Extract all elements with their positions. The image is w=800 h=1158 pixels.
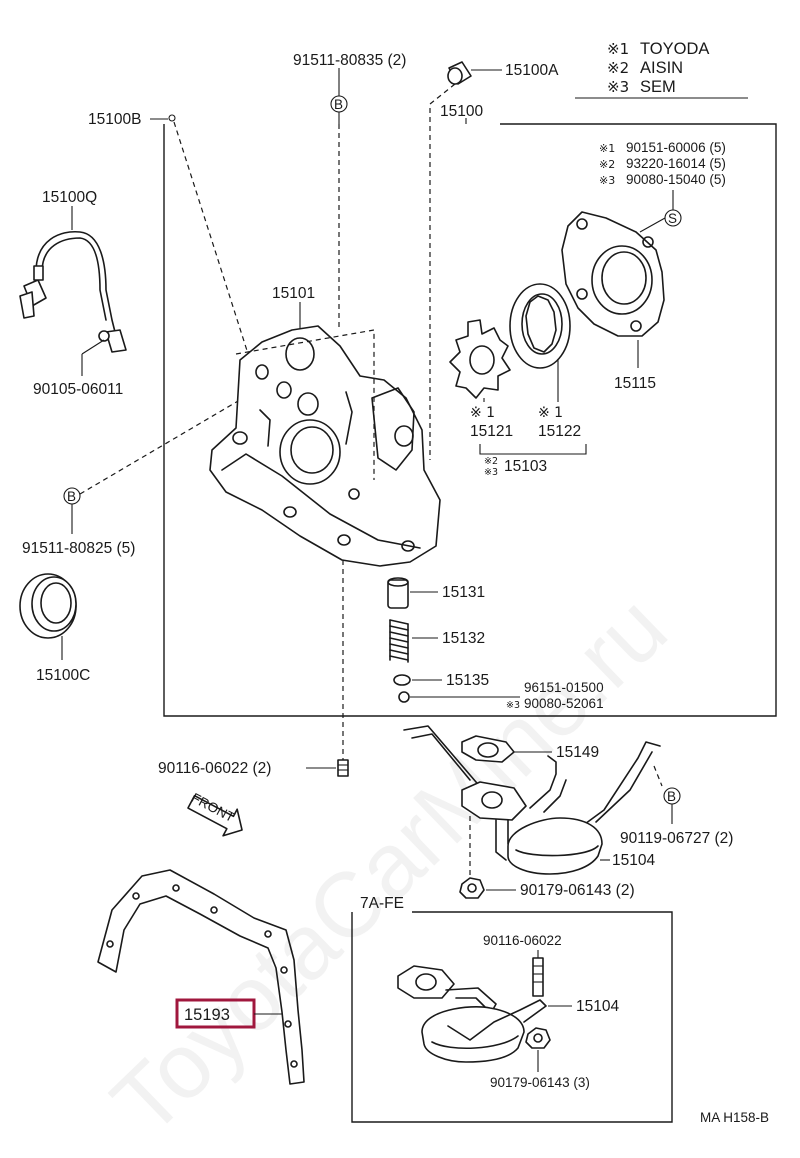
legend-sem: SEM — [640, 78, 676, 96]
oil-pump-assembly-frame — [163, 123, 777, 717]
stud-90116-06022[interactable] — [337, 759, 349, 777]
label-15122: 15122 — [538, 423, 581, 440]
dash-body-upper — [235, 329, 375, 480]
oil-pan-gasket-15193[interactable] — [97, 869, 305, 1085]
legend-mark-2: ※2 — [607, 59, 629, 77]
nut-inset-90179-06143[interactable] — [525, 1027, 551, 1049]
label-91511-80825: 91511-80825 (5) — [22, 540, 135, 557]
oil-pump-body-15101[interactable] — [209, 325, 441, 567]
label-90179-06143-2: 90179-06143 (2) — [520, 882, 635, 899]
dash-15100a — [429, 83, 456, 460]
bolt-90151-60006: 90151-60006 (5) — [626, 140, 726, 155]
bolt-mark-3: ※3 — [599, 174, 615, 187]
mark-15121: ※ 1 — [470, 405, 495, 421]
pump-cover-15115[interactable] — [561, 211, 665, 337]
oil-pressure-sensor-15100q[interactable] — [19, 230, 127, 353]
label-91511-80835: 91511-80835 (2) — [293, 52, 406, 69]
oil-strainer-15104[interactable] — [403, 725, 661, 875]
label-15100: 15100 — [440, 103, 483, 120]
label-90119-06727: 90119-06727 (2) — [620, 830, 733, 847]
mark-15103-3: ※3 — [484, 467, 498, 478]
relief-valve-15131[interactable] — [387, 577, 409, 609]
label-15131: 15131 — [442, 584, 485, 601]
bolt-mark-2: ※2 — [599, 158, 615, 171]
drive-gear-15121[interactable] — [449, 319, 511, 399]
bolt-93220-16014: 93220-16014 (5) — [626, 156, 726, 171]
label-15135: 15135 — [446, 672, 489, 689]
label-15100a: 15100A — [505, 62, 559, 79]
label-90179-06143-3: 90179-06143 (3) — [490, 1075, 590, 1090]
b-symbol-left-text: B — [67, 489, 76, 504]
label-15115: 15115 — [614, 375, 656, 392]
label-90116-06022: 90116-06022 — [483, 933, 562, 948]
legend: ※1 TOYODA ※2 AISIN ※3 SEM — [575, 40, 748, 99]
label-15103: 15103 — [504, 458, 547, 475]
cap-15100a[interactable] — [447, 61, 472, 85]
mark-90080-52061: ※3 — [506, 700, 520, 711]
oil-strainer-inset-15104[interactable] — [397, 965, 547, 1063]
gasket-15149[interactable] — [461, 735, 515, 763]
driven-rotor-15122[interactable] — [509, 283, 571, 369]
mark-15103-2: ※2 — [484, 456, 498, 467]
label-15132: 15132 — [442, 630, 485, 647]
snap-ring-96151[interactable] — [398, 691, 410, 703]
inset-title: 7A-FE — [360, 895, 404, 912]
b-symbol-right-text: B — [667, 789, 676, 804]
stud-inset-90116-06022[interactable] — [532, 957, 544, 997]
leader-90105-06011-b — [81, 339, 105, 355]
label-15193: 15193 — [184, 1006, 230, 1024]
oil-seal-15100c[interactable] — [19, 573, 77, 639]
watermark: ToyotaCarMine.ru — [93, 577, 686, 1155]
legend-toyoda: TOYODA — [640, 40, 709, 58]
legend-aisin: AISIN — [640, 59, 683, 77]
valve-retainer-15135[interactable] — [393, 674, 411, 686]
label-90105-06011: 90105-06011 — [33, 381, 123, 398]
bolt-mark-1: ※1 — [599, 142, 615, 155]
bolt-90080-15040: 90080-15040 (5) — [626, 172, 726, 187]
label-15100c: 15100C — [36, 667, 90, 684]
leader-s-to-cover — [639, 217, 666, 233]
relief-spring-15132[interactable] — [389, 619, 409, 663]
label-90080-52061: 90080-52061 — [524, 696, 604, 711]
reference-code: MA H158-B — [700, 1110, 769, 1125]
inset-frame-7a-fe — [351, 911, 673, 1123]
label-15104: 15104 — [612, 852, 655, 869]
dash-b-left — [79, 393, 251, 495]
label-15121: 15121 — [470, 423, 513, 440]
label-15101: 15101 — [272, 285, 315, 302]
nut-90179-06143[interactable] — [459, 877, 485, 899]
mark-15122: ※ 1 — [538, 405, 563, 421]
legend-mark-3: ※3 — [607, 78, 629, 96]
bracket-15103 — [479, 444, 587, 455]
label-15100b: 15100B — [88, 111, 141, 128]
s-symbol-text: S — [668, 211, 677, 226]
b-symbol-text: B — [334, 97, 343, 112]
front-arrow-icon — [187, 794, 243, 837]
label-90116-06022-2: 90116-06022 (2) — [158, 760, 271, 777]
label-15149: 15149 — [556, 744, 599, 761]
plug-15100b[interactable] — [168, 114, 176, 122]
label-96151-01500: 96151-01500 — [524, 680, 604, 695]
bolt-list: ※1 90151-60006 (5) ※2 93220-16014 (5) ※3… — [599, 140, 726, 187]
label-15100q: 15100Q — [42, 189, 97, 206]
legend-mark-1: ※1 — [607, 40, 629, 58]
dash-15100b — [173, 121, 251, 361]
label-15104-inset: 15104 — [576, 998, 619, 1015]
dash-90119 — [653, 765, 663, 787]
